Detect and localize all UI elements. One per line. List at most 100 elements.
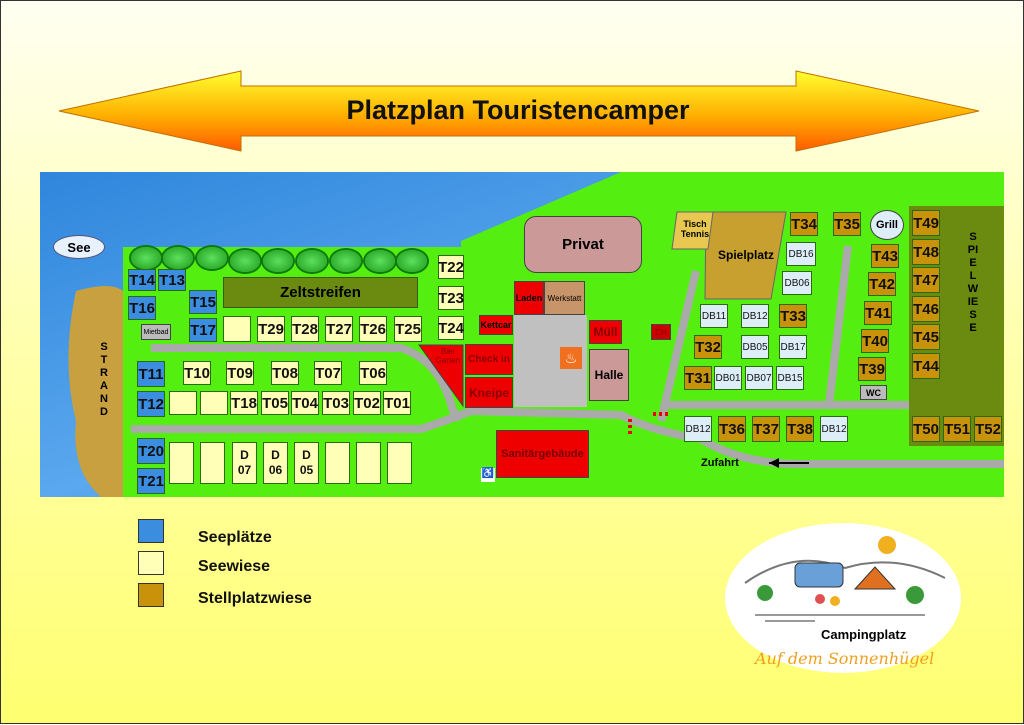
tree-icon xyxy=(163,247,193,269)
plot-t45[interactable]: T45 xyxy=(912,324,940,350)
plot-t14[interactable]: T14 xyxy=(128,269,156,291)
plot-t24[interactable]: T24 xyxy=(438,316,464,340)
plot-t35[interactable]: T35 xyxy=(833,212,861,236)
halle-building: Halle xyxy=(589,349,629,401)
plot-t13[interactable]: T13 xyxy=(158,269,186,291)
logo-illustration xyxy=(744,536,946,622)
legend-label: Seeplätze xyxy=(198,529,272,546)
plot-t18[interactable]: T18 xyxy=(230,391,258,415)
plot-db12[interactable]: DB12 xyxy=(820,416,848,442)
legend-label: Stellplatzwiese xyxy=(198,590,312,607)
plot-t23[interactable]: T23 xyxy=(438,286,464,310)
plot-t03[interactable]: T03 xyxy=(322,391,350,415)
wc-building: WC xyxy=(860,385,887,400)
logo-name: Campingplatz xyxy=(821,627,907,642)
plot-t20[interactable]: T20 xyxy=(137,438,165,464)
plot-d06[interactable]: D 06 xyxy=(263,442,288,484)
plot-t36[interactable]: T36 xyxy=(718,416,746,442)
tree-icon xyxy=(131,247,161,269)
plot-db11[interactable]: DB11 xyxy=(700,304,728,328)
strand-beach xyxy=(68,286,123,497)
plot-d07[interactable]: D 07 xyxy=(232,442,257,484)
plot-t31[interactable]: T31 xyxy=(684,366,712,390)
biergarten-label: Bier Garten xyxy=(435,347,461,365)
plot-unnamed[interactable] xyxy=(223,316,251,342)
plot-t44[interactable]: T44 xyxy=(912,353,940,379)
plot-t51[interactable]: T51 xyxy=(943,416,971,442)
tree-icon xyxy=(331,250,361,272)
plot-t25[interactable]: T25 xyxy=(394,316,422,342)
accessibility-icon: ♿ xyxy=(481,468,495,482)
plot-unnamed[interactable] xyxy=(200,391,228,415)
plot-t48[interactable]: T48 xyxy=(912,239,940,265)
plot-t16[interactable]: T16 xyxy=(128,296,156,320)
plot-t10[interactable]: T10 xyxy=(183,361,211,385)
plot-t26[interactable]: T26 xyxy=(359,316,387,342)
plot-db12[interactable]: DB12 xyxy=(741,304,769,328)
plot-t28[interactable]: T28 xyxy=(291,316,319,342)
plot-t05[interactable]: T05 xyxy=(261,391,289,415)
plot-t15[interactable]: T15 xyxy=(189,290,217,314)
plot-t22[interactable]: T22 xyxy=(438,255,464,279)
plot-t09[interactable]: T09 xyxy=(226,361,254,385)
roads xyxy=(131,245,1004,468)
plot-t12[interactable]: T12 xyxy=(137,391,165,417)
plot-t11[interactable]: T11 xyxy=(137,361,165,387)
zufahrt-label: Zufahrt xyxy=(701,457,739,469)
plot-t17[interactable]: T17 xyxy=(189,318,217,342)
kettcar-building: Kettcar xyxy=(479,315,513,335)
plot-unnamed[interactable] xyxy=(169,442,194,484)
plot-t34[interactable]: T34 xyxy=(790,212,818,236)
plot-db07[interactable]: DB07 xyxy=(745,366,773,390)
plot-t07[interactable]: T07 xyxy=(314,361,342,385)
plot-t41[interactable]: T41 xyxy=(864,301,892,325)
tree-icon xyxy=(397,250,427,272)
kneipe-building: Kneipe xyxy=(465,377,513,408)
laden-building[interactable]: Laden xyxy=(514,281,544,315)
plot-t39[interactable]: T39 xyxy=(858,357,886,381)
plot-t29[interactable]: T29 xyxy=(257,316,285,342)
plot-t04[interactable]: T04 xyxy=(291,391,319,415)
plot-t43[interactable]: T43 xyxy=(871,244,899,268)
plot-t02[interactable]: T02 xyxy=(353,391,381,415)
plot-t27[interactable]: T27 xyxy=(325,316,353,342)
plot-t38[interactable]: T38 xyxy=(786,416,814,442)
plot-t49[interactable]: T49 xyxy=(912,210,940,236)
tree-icon xyxy=(230,250,260,272)
tree-icon xyxy=(365,250,395,272)
plot-t40[interactable]: T40 xyxy=(861,329,889,353)
plot-t01[interactable]: T01 xyxy=(383,391,411,415)
playground-icon: ♨ xyxy=(560,347,582,369)
plot-db05[interactable]: DB05 xyxy=(741,335,769,359)
campingplatz-logo: Campingplatz Auf dem Sonnenhügel xyxy=(725,523,961,673)
plot-d05[interactable]: D 05 xyxy=(294,442,319,484)
plot-unnamed[interactable] xyxy=(387,442,412,484)
ch-building: CH xyxy=(651,324,671,340)
plot-db16[interactable]: DB16 xyxy=(786,242,816,266)
plot-db12[interactable]: DB12 xyxy=(684,416,712,442)
checkin-building[interactable]: Check in xyxy=(465,344,513,375)
page-title: Platzplan Touristencamper xyxy=(346,95,690,125)
plot-t08[interactable]: T08 xyxy=(271,361,299,385)
plot-unnamed[interactable] xyxy=(200,442,225,484)
plot-t47[interactable]: T47 xyxy=(912,267,940,293)
plot-t06[interactable]: T06 xyxy=(359,361,387,385)
plot-t21[interactable]: T21 xyxy=(137,468,165,494)
legend-swatch-stellplatzwiese xyxy=(138,583,164,607)
plot-db17[interactable]: DB17 xyxy=(779,335,807,359)
plot-t33[interactable]: T33 xyxy=(779,304,807,328)
plot-t37[interactable]: T37 xyxy=(752,416,780,442)
plot-t32[interactable]: T32 xyxy=(694,335,722,359)
plot-unnamed[interactable] xyxy=(325,442,350,484)
plot-t50[interactable]: T50 xyxy=(912,416,940,442)
plot-unnamed[interactable] xyxy=(356,442,381,484)
plot-t42[interactable]: T42 xyxy=(868,272,896,296)
plot-unnamed[interactable] xyxy=(169,391,197,415)
tree-icon xyxy=(263,250,293,272)
plot-db06[interactable]: DB06 xyxy=(782,271,812,295)
plot-db01[interactable]: DB01 xyxy=(714,366,742,390)
plot-t52[interactable]: T52 xyxy=(974,416,1002,442)
plot-db15[interactable]: DB15 xyxy=(776,366,804,390)
plot-t46[interactable]: T46 xyxy=(912,296,940,322)
